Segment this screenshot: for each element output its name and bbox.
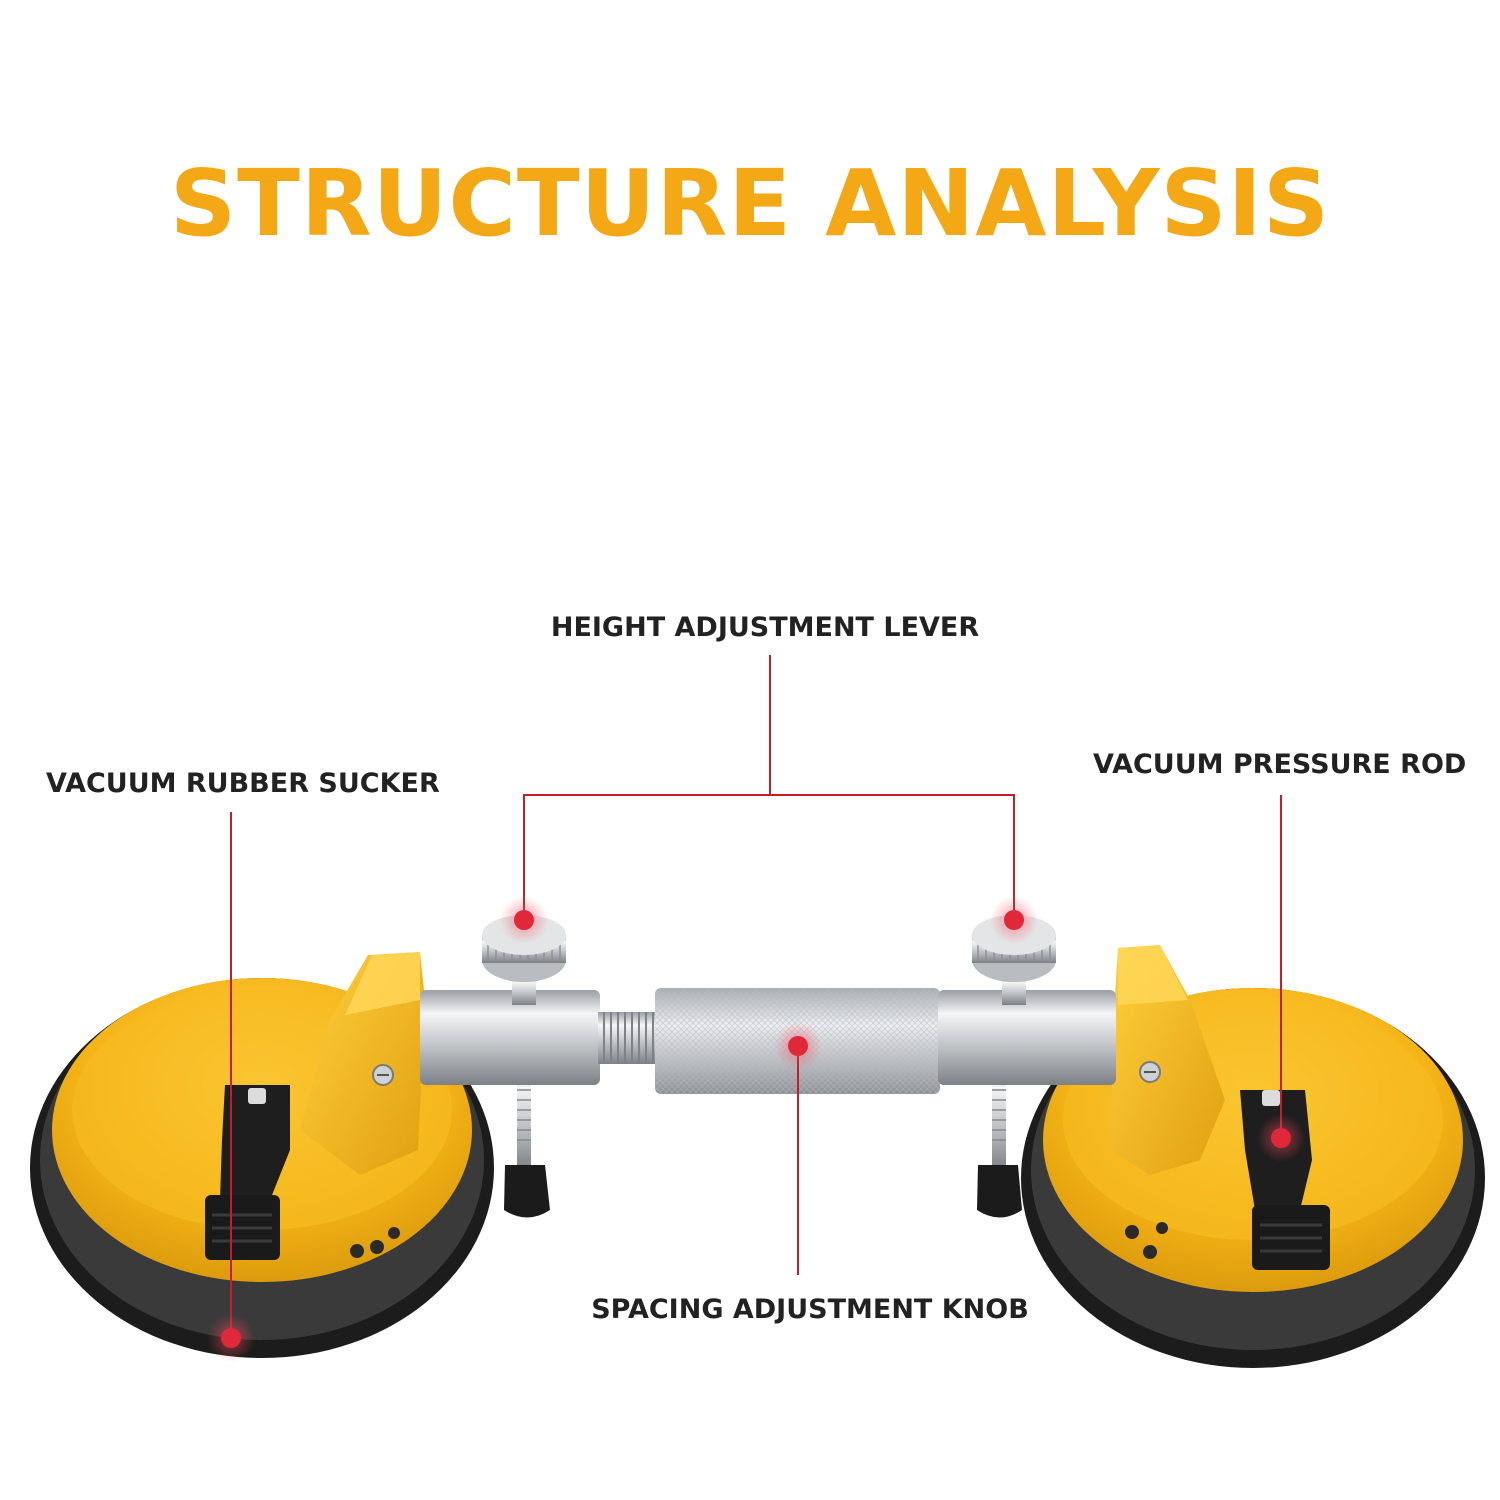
adjustment-rod-assembly	[420, 915, 1116, 1218]
threaded-shaft	[598, 1012, 658, 1064]
right-screw	[992, 1060, 1006, 1170]
right-tube	[938, 990, 1116, 1085]
right-suction-cup	[1021, 945, 1485, 1368]
left-screw	[517, 1060, 531, 1170]
rubber-sucker-marker	[221, 1328, 241, 1348]
pressure-rod-marker	[1271, 1128, 1291, 1148]
left-tube	[420, 990, 600, 1085]
height-lever-leader-branch	[523, 794, 1015, 915]
height-adjustment-lever-label: HEIGHT ADJUSTMENT LEVER	[550, 612, 980, 643]
spacing-knob-marker	[788, 1036, 808, 1056]
height-lever-left-marker	[514, 910, 534, 930]
right-foot	[977, 1165, 1022, 1218]
left-vacuum-lever	[205, 1085, 290, 1260]
spacing-adjustment-knob-label: SPACING ADJUSTMENT KNOB	[591, 1294, 1029, 1325]
vacuum-pressure-rod-label: VACUUM PRESSURE ROD	[1093, 749, 1467, 780]
left-suction-cup	[30, 952, 494, 1358]
left-bracket	[300, 952, 425, 1175]
leader-lines	[230, 655, 1282, 1335]
markers	[207, 896, 1305, 1362]
vacuum-rubber-sucker-label: VACUUM RUBBER SUCKER	[46, 768, 440, 799]
page-title: STRUCTURE ANALYSIS	[169, 150, 1331, 257]
height-lever-right-marker	[1004, 910, 1024, 930]
left-foot	[504, 1165, 550, 1218]
